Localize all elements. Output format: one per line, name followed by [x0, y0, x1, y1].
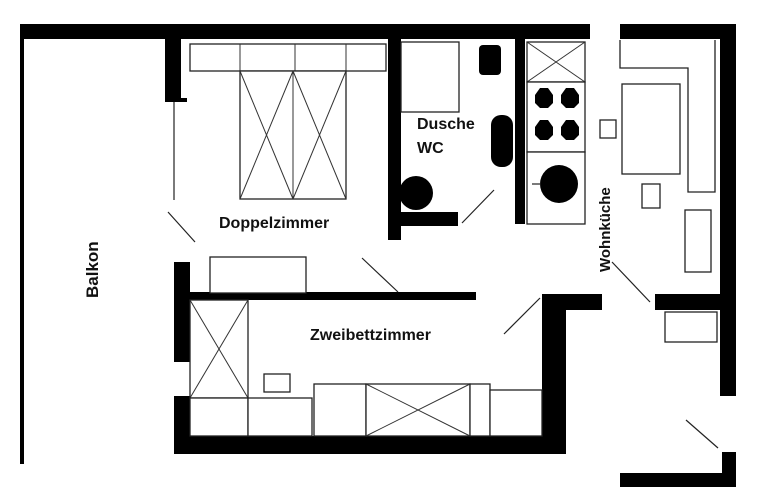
wall-double-left-upper [165, 24, 181, 98]
bathroom-fixtures [399, 41, 513, 224]
wall-bath-left [388, 24, 401, 240]
wall-right [720, 24, 736, 396]
door-entrance [685, 419, 719, 449]
twin-room-furniture [189, 297, 543, 437]
chair-bottom [641, 183, 661, 209]
sofa [684, 209, 712, 273]
double-room-furniture [167, 43, 399, 294]
shelf-right [489, 389, 543, 437]
label-balcony: Balkon [83, 241, 102, 298]
shelf-top [189, 43, 387, 72]
wall-kitchen-left [515, 24, 525, 224]
kitchen-fixtures [526, 40, 719, 449]
washbasin [491, 115, 513, 167]
door-twin-room [503, 297, 541, 335]
nightstand [263, 373, 291, 393]
dining-table [621, 83, 681, 175]
wall-twin-left-upper [174, 262, 190, 362]
door-double-room [361, 257, 399, 293]
walls [20, 24, 736, 487]
wall-twin-bottom [174, 436, 566, 454]
wall-twin-top [174, 292, 476, 300]
sink [479, 45, 501, 75]
sink-round [540, 165, 578, 203]
wall-bottom-right [620, 473, 736, 487]
bed-1-foot [247, 397, 313, 437]
label-kitchen-living: Wohnküche [597, 187, 614, 272]
wall-double-left-stub [165, 98, 187, 102]
wall-right-lower [722, 452, 736, 487]
wall-left-outer [20, 24, 24, 464]
label-wc: WC [417, 140, 444, 157]
label-twin-room: Zweibettzimmer [310, 327, 431, 344]
chair-left [599, 119, 617, 139]
kitchen-counter [619, 40, 716, 193]
wall-bath-bottom [388, 212, 458, 226]
label-shower: Dusche [417, 116, 475, 133]
door-kitchen [611, 261, 651, 303]
bed-2-end [469, 383, 491, 437]
sideboard [209, 256, 307, 294]
door-bathroom [461, 189, 495, 224]
shower-tray [400, 41, 460, 113]
wall-twin-right [542, 294, 566, 454]
wall-kitchen-lower [655, 294, 725, 310]
bed-1 [189, 397, 249, 437]
cabinet-lower [664, 311, 718, 343]
desk [313, 383, 367, 437]
door-double-left [167, 211, 196, 243]
toilet [399, 176, 433, 210]
wall-top-right [620, 24, 736, 39]
wall-top [20, 24, 590, 39]
wall-twin-right-top [542, 294, 602, 310]
label-double-room: Doppelzimmer [219, 215, 329, 232]
